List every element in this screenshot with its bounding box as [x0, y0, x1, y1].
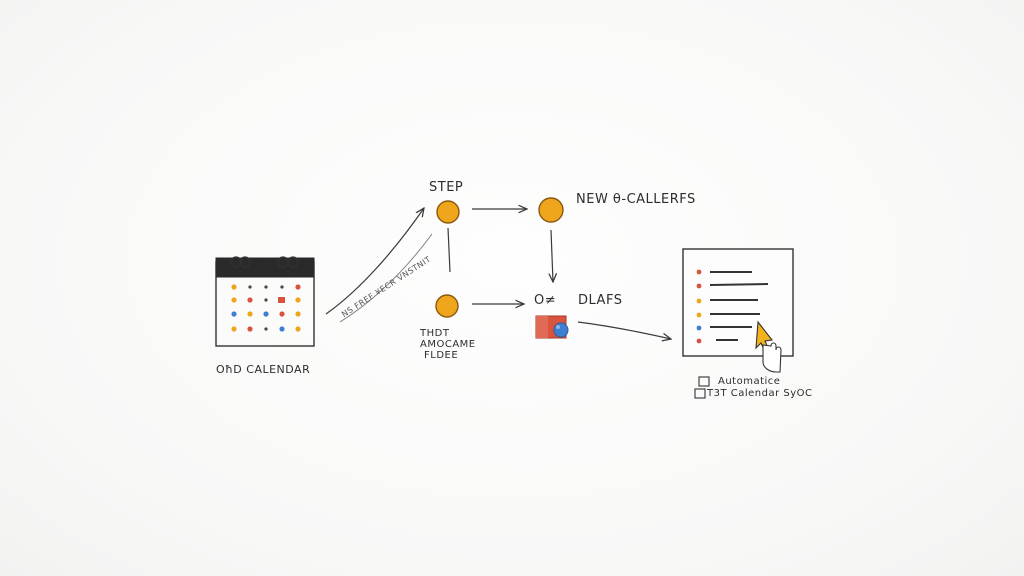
- checkbox-calendar-sync: [694, 388, 706, 399]
- third-label-line-1: THDT: [420, 328, 450, 339]
- arrow-note-underline: [339, 233, 433, 323]
- line-step-down: [447, 227, 451, 273]
- third-node-label: THDT AMOCAME FLDEE: [420, 328, 476, 361]
- checkbox-automatice: [698, 376, 710, 387]
- arrow-new-down: [551, 229, 553, 282]
- new-calendars-label: NEW θ-CALLERFS: [576, 192, 696, 207]
- arrow-calendar-to-step: [325, 208, 424, 315]
- document-icon: [682, 248, 794, 357]
- arrow-sync-to-checklist: [577, 321, 671, 339]
- checklist-label-automatice: Automatice: [718, 376, 781, 387]
- step-node: [436, 200, 460, 224]
- calendar-dot-grid: [231, 284, 301, 332]
- new-calendars-node: [538, 197, 564, 223]
- dlafs-label: DLAFS: [578, 293, 623, 308]
- old-calendar-label: OħD CALENDAR: [216, 363, 311, 376]
- third-label-line-3: FLDEE: [424, 350, 459, 361]
- calendar-icon: [215, 256, 315, 347]
- third-label-line-2: AMOCAME: [420, 339, 476, 350]
- checklist-label-calendar-sync: T3T Calendar SyOC: [707, 388, 813, 399]
- sync-icon: [535, 315, 569, 339]
- step-label: STEP: [429, 180, 464, 195]
- cursor-icon: [755, 320, 782, 373]
- third-node: [435, 294, 459, 318]
- of-label: O≠: [534, 293, 557, 308]
